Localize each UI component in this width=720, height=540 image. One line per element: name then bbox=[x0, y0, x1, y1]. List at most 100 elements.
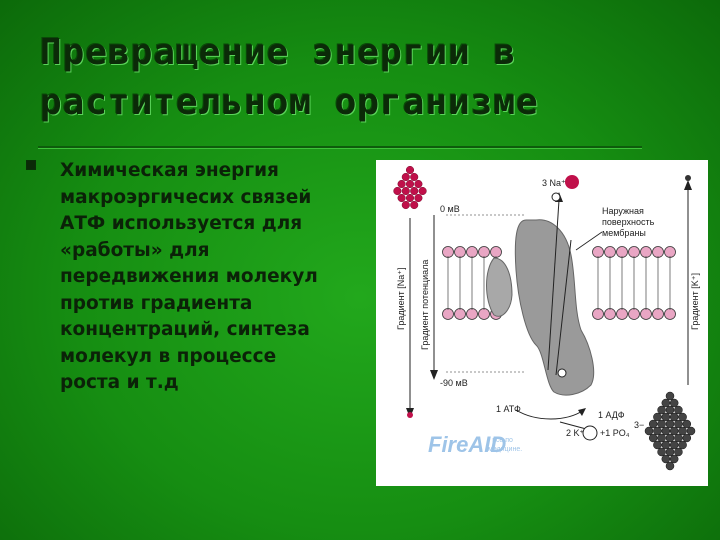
adp-label: 1 АДФ bbox=[598, 410, 625, 420]
k-ion bbox=[661, 412, 671, 422]
k-ion bbox=[648, 419, 658, 429]
lipid-head bbox=[454, 308, 466, 320]
lipid-head bbox=[478, 246, 490, 258]
potential-gradient-label: Градиент потенциала bbox=[420, 260, 430, 350]
bullet-line: молекул в процессе bbox=[60, 345, 277, 367]
na-ion-icon bbox=[565, 175, 579, 189]
watermark-sub-2: медицине. bbox=[488, 446, 522, 453]
na-ion bbox=[410, 200, 419, 210]
bullet-text: Химическая энергия макроэргичесих связей… bbox=[60, 158, 360, 397]
k-ion bbox=[665, 419, 675, 429]
k-ion bbox=[653, 426, 662, 436]
na-ion bbox=[414, 179, 423, 189]
lipid-head bbox=[592, 246, 604, 258]
na-ion bbox=[410, 172, 419, 182]
watermark-logo: FireAID bbox=[428, 432, 506, 457]
k-ion bbox=[674, 405, 683, 415]
k-ion bbox=[674, 433, 683, 443]
na-ion bbox=[401, 200, 410, 210]
k-ion bbox=[682, 419, 692, 429]
pump-protein-left-lobe bbox=[486, 257, 513, 317]
k-ion bbox=[665, 447, 675, 457]
bullet-line: концентраций, синтеза bbox=[60, 319, 310, 340]
sodium-potassium-pump-figure: 3 Na⁺ 0 мВ Наружная поверхность мембраны… bbox=[376, 160, 708, 486]
k-gradient-arrowhead bbox=[684, 180, 692, 190]
k-ion bbox=[661, 440, 671, 450]
title-line-2: растительном организме bbox=[40, 82, 539, 123]
atp-conversion-arrow bbox=[515, 409, 585, 420]
bullet-line: роста и т.д bbox=[60, 372, 179, 393]
k-ion bbox=[661, 398, 671, 408]
k-ion bbox=[674, 419, 683, 429]
lipid-head bbox=[664, 246, 676, 258]
na-ion bbox=[397, 193, 406, 203]
k-ion bbox=[644, 426, 654, 436]
lipid-head bbox=[454, 246, 466, 258]
na-flow-arrow bbox=[547, 199, 560, 371]
bullet-line: АТФ используется для bbox=[60, 213, 303, 234]
lipid-head bbox=[628, 246, 640, 258]
k-label: 2 K⁺ bbox=[566, 428, 585, 438]
surface-leader-line bbox=[575, 231, 603, 251]
k-gradient-label: Градиент [K⁺] bbox=[690, 273, 700, 330]
k-ion bbox=[657, 433, 666, 443]
outer-surface-label-1: Наружная bbox=[602, 206, 644, 216]
lipid-head bbox=[616, 308, 628, 320]
na-ion bbox=[401, 186, 410, 196]
k-flow-arrow bbox=[555, 239, 572, 376]
lipid-head bbox=[652, 308, 664, 320]
lipid-head bbox=[604, 246, 616, 258]
title-divider bbox=[38, 146, 642, 148]
na-gradient-label: Градиент [Na⁺] bbox=[396, 267, 406, 330]
k-ion bbox=[669, 426, 679, 436]
lipid-head bbox=[442, 308, 454, 320]
k-ion bbox=[669, 454, 679, 464]
na-ion bbox=[405, 179, 415, 189]
k-ion bbox=[648, 433, 658, 443]
k-ion bbox=[678, 412, 687, 422]
bullet-line: «работы» для bbox=[60, 239, 210, 261]
na-ion bbox=[418, 186, 427, 196]
po4-charge-label: 3− bbox=[634, 420, 644, 430]
k-ion bbox=[674, 447, 683, 457]
outer-surface-label-2: поверхность bbox=[602, 217, 655, 227]
lipid-head bbox=[652, 246, 664, 258]
k-ion bbox=[653, 412, 662, 422]
watermark-sub-1: - все по bbox=[488, 437, 513, 444]
k-ion bbox=[661, 454, 671, 464]
lipid-head bbox=[490, 246, 502, 258]
pump-protein bbox=[514, 219, 595, 396]
slide-title: Превращение энергии в растительном орган… bbox=[40, 28, 690, 128]
k-ion bbox=[665, 461, 675, 471]
lipid-head bbox=[628, 308, 640, 320]
lipid-head bbox=[466, 308, 478, 320]
na-ion-small bbox=[407, 412, 413, 418]
na-ion bbox=[393, 186, 402, 196]
lipid-head bbox=[640, 308, 652, 320]
bullet-line: передвижения молекул bbox=[60, 266, 318, 287]
atp-label: 1 АТФ bbox=[496, 404, 521, 414]
na-ion bbox=[405, 193, 415, 203]
k-ion-small bbox=[685, 175, 691, 181]
lipid-head bbox=[664, 308, 676, 320]
pump-diagram: 3 Na⁺ 0 мВ Наружная поверхность мембраны… bbox=[393, 165, 700, 471]
k-ion-cluster bbox=[644, 391, 696, 471]
lipid-head bbox=[604, 308, 616, 320]
bullet-line: макроэргичесих связей bbox=[60, 186, 312, 208]
lipid-head bbox=[640, 246, 652, 258]
k-ion bbox=[657, 405, 666, 415]
bullet-square-icon bbox=[26, 160, 36, 170]
atp-conversion-arrowhead bbox=[578, 408, 586, 416]
title-line-1: Превращение энергии в bbox=[40, 32, 517, 73]
k-ion-icon bbox=[582, 425, 598, 441]
k-ion bbox=[665, 391, 675, 401]
minus90-mv-label: -90 мВ bbox=[440, 378, 468, 388]
zero-mv-label: 0 мВ bbox=[440, 204, 460, 214]
na-ion bbox=[410, 186, 419, 196]
k-ion bbox=[665, 433, 675, 443]
k-ion bbox=[661, 426, 671, 436]
na-exit-circle bbox=[551, 192, 561, 202]
na-ion bbox=[397, 179, 406, 189]
bullet-line: против градиента bbox=[60, 292, 253, 314]
lipid-head bbox=[466, 246, 478, 258]
